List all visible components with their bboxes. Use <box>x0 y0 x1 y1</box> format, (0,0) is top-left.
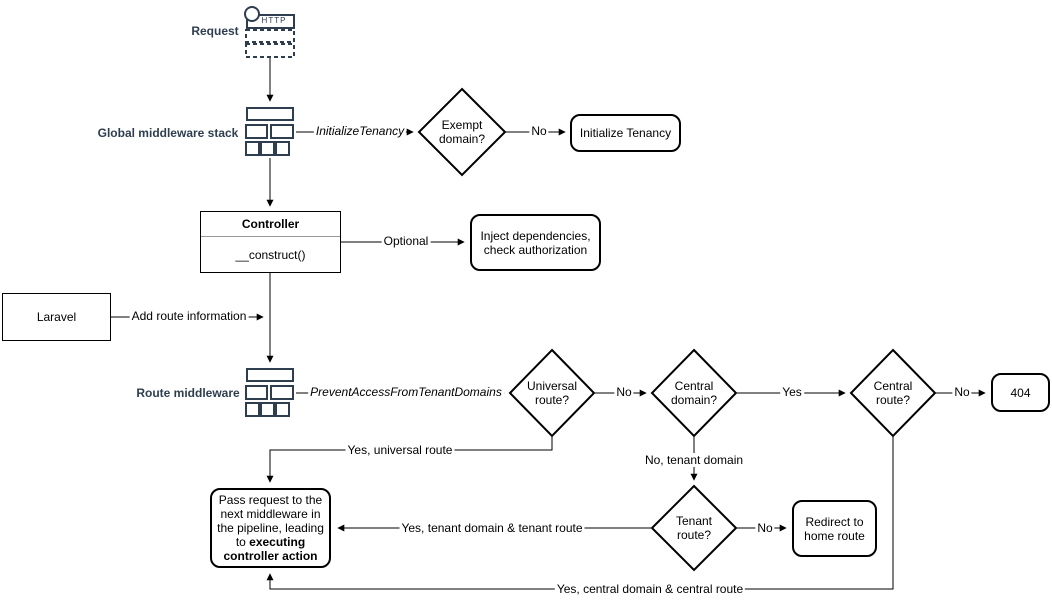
decision-central-route-shape <box>849 348 937 438</box>
edge-label-central-route-no: No <box>952 385 972 399</box>
edge-label-universal-no: No <box>614 385 634 399</box>
global-middleware-label: Global middleware stack <box>97 126 239 140</box>
edge-label-prevent-access: PreventAccessFromTenantDomains <box>308 385 504 399</box>
edge-label-tenant-no: No <box>755 521 775 535</box>
edge-label-central-domain-yes: Yes <box>780 385 804 399</box>
middleware-stack-icon <box>245 368 294 417</box>
decision-central-domain-label: Central domain? <box>670 379 718 407</box>
decision-exempt-domain-label: Exempt domain? <box>438 118 486 146</box>
edge-label-add-route-info: Add route information <box>129 309 249 323</box>
decision-central-route-label: Central route? <box>873 379 913 407</box>
node-laravel: Laravel <box>2 293 111 341</box>
decision-exempt-domain-shape <box>417 87 507 177</box>
node-initialize-tenancy: Initialize Tenancy <box>570 114 681 152</box>
middleware-stack-icon <box>245 107 294 156</box>
edge-label-tenant-yes: Yes, tenant domain & tenant route <box>399 521 585 535</box>
pass-request-bold-text: executing controller action <box>223 535 318 563</box>
edge-label-central-yes: Yes, central domain & central route <box>554 582 746 596</box>
edge-label-exempt-no: No <box>529 124 549 138</box>
decision-universal-route-shape <box>508 348 596 438</box>
route-middleware-label: Route middleware <box>136 386 240 400</box>
edge-label-universal-yes: Yes, universal route <box>345 443 455 457</box>
request-label: Request <box>191 24 239 38</box>
node-pass-request: Pass request to the next middleware in t… <box>210 488 331 568</box>
decision-central-domain-shape <box>650 348 738 438</box>
node-404: 404 <box>991 373 1050 412</box>
controller-method: __construct() <box>235 247 306 262</box>
node-inject-dependencies: Inject dependencies, check authorization <box>470 214 601 271</box>
edge-label-tenant-domain-no: No, tenant domain <box>642 453 746 467</box>
pass-request-normal-text: Pass request to the next middleware in t… <box>217 493 324 549</box>
node-controller: Controller __construct() <box>200 211 341 273</box>
http-icon-label: HTTP <box>261 16 287 25</box>
decision-universal-route-label: Universal route? <box>526 379 578 407</box>
node-redirect-home: Redirect to home route <box>792 500 877 557</box>
pass-request-text: Pass request to the next middleware in t… <box>216 493 325 563</box>
decision-tenant-route-label: Tenant route? <box>675 514 713 542</box>
controller-title: Controller <box>201 212 340 237</box>
edge-label-initialize-tenancy: InitializeTenancy <box>313 124 407 138</box>
http-request-icon <box>244 6 295 58</box>
edge-label-optional: Optional <box>381 234 431 248</box>
decision-tenant-route-shape <box>650 484 738 572</box>
